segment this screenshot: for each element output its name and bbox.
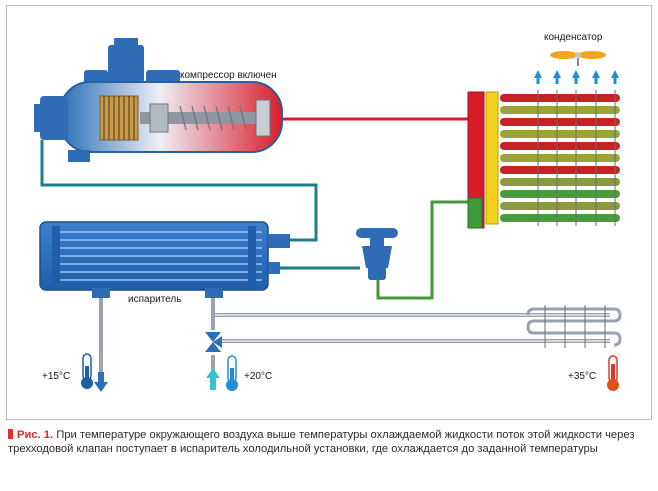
flow-arrow-down-icon xyxy=(94,372,108,392)
caption-text: При температуре окружающего воздуха выше… xyxy=(8,429,635,455)
condenser-label: конденсатор xyxy=(544,32,603,43)
evaporator-right-flange xyxy=(205,288,223,298)
condenser-fins xyxy=(537,90,616,226)
evaporator-side-port xyxy=(268,262,280,274)
air-flow-arrows xyxy=(534,70,619,84)
caption-prefix: Рис. 1. xyxy=(17,429,54,441)
condenser-tubes xyxy=(500,94,620,222)
evaporator-top-port xyxy=(268,234,290,248)
condenser-header-green xyxy=(467,197,483,229)
evaporator-left-flange xyxy=(92,288,110,298)
compressor-end-cap xyxy=(40,96,68,140)
temp-label-right: +35°C xyxy=(568,371,596,382)
expansion-valve xyxy=(356,228,398,280)
water-coil xyxy=(526,305,622,348)
refrigeration-diagram: компрессор включен xyxy=(34,32,622,392)
evaporator xyxy=(39,221,290,298)
evaporator-label: испаритель xyxy=(128,294,181,305)
flow-arrow-up-icon xyxy=(206,368,220,390)
thermometer-hot-icon xyxy=(607,355,619,391)
evaporator-tubes xyxy=(55,231,262,281)
condenser-header-yellow xyxy=(485,91,499,225)
compressor-top-box xyxy=(108,45,144,83)
temp-label-left: +15°C xyxy=(42,371,70,382)
condenser xyxy=(467,51,620,229)
compressor-shaft xyxy=(140,112,266,124)
caption-bullet xyxy=(8,429,13,439)
liquid-pipe xyxy=(376,200,470,300)
compressor-label: компрессор включен xyxy=(180,70,277,81)
thermometer-mid-icon xyxy=(226,355,238,391)
suction-pipe xyxy=(40,140,318,242)
three-way-valve-icon xyxy=(205,332,222,352)
fan-icon xyxy=(550,51,606,66)
figure-caption: Рис. 1. При температуре окружающего возд… xyxy=(8,428,654,456)
temp-label-mid: +20°C xyxy=(244,371,272,382)
thermometer-cold-icon xyxy=(81,353,93,389)
compressor xyxy=(34,38,283,162)
